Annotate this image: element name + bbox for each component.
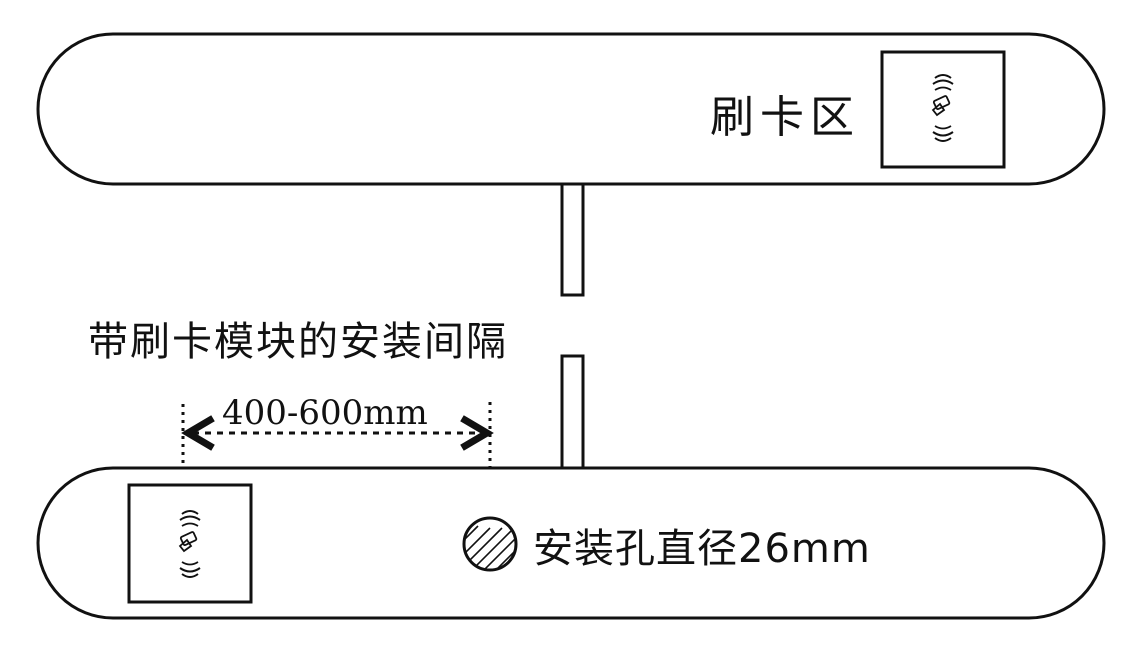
rfid-card-icon: [931, 74, 954, 142]
left-arrowhead: [181, 415, 215, 451]
spacing-dimension-label: 400-600mm: [222, 393, 428, 433]
upper-center-post: [560, 182, 585, 297]
bottom-card-reader: [127, 483, 253, 604]
installation-spacing-label: 带刷卡模块的安装间隔: [88, 319, 508, 365]
hole-diameter-label: 安装孔直径26mm: [533, 526, 871, 572]
rfid-card-icon: [178, 510, 201, 578]
lower-center-post: [560, 354, 585, 471]
bottom-card-reader-box: [127, 483, 253, 604]
card-swipe-area-label: 刷卡区: [710, 92, 860, 143]
top-card-reader: [880, 50, 1006, 169]
hole-outline: [462, 516, 518, 572]
right-arrowhead: [460, 415, 494, 451]
bottom-turnstile-body: [36, 466, 1106, 620]
